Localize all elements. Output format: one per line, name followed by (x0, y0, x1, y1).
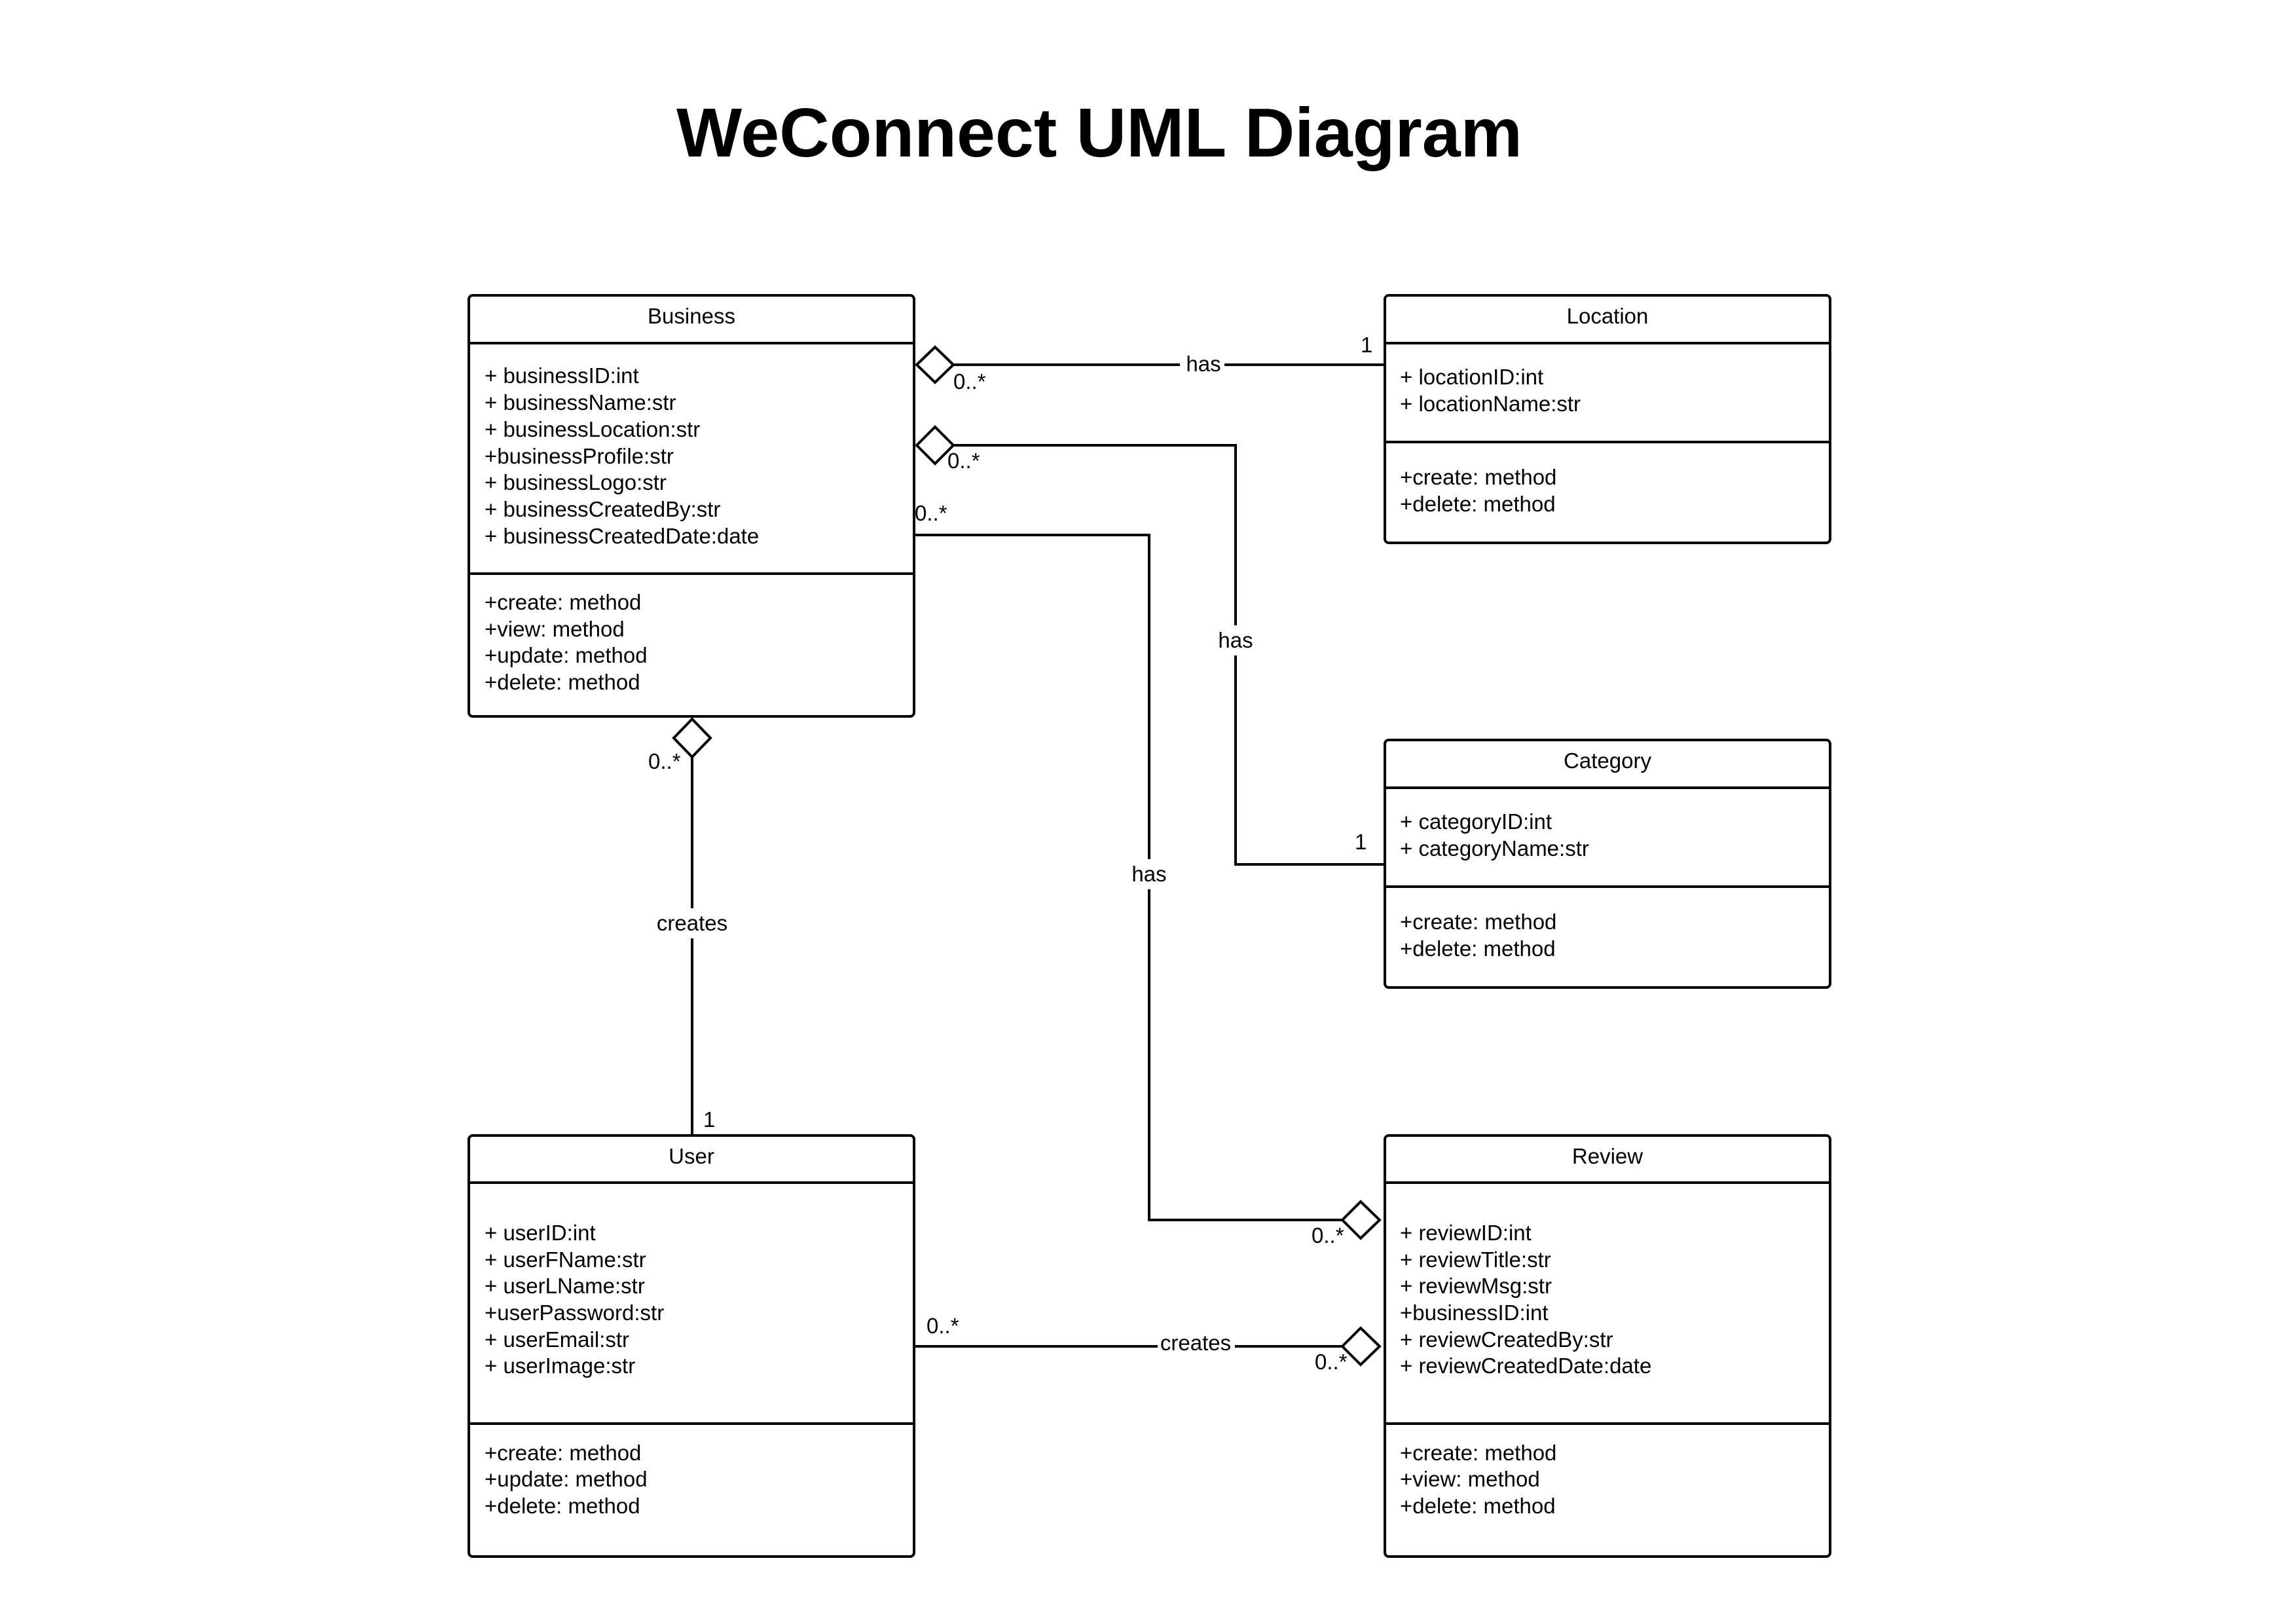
class-name-category: Category (1564, 748, 1651, 773)
class-category: Category + categoryID:int + categoryName… (1400, 748, 1651, 961)
attribute-business-created-date: + businessCreatedDate:date (485, 524, 759, 548)
multiplicity-user-business-user: 1 (703, 1107, 715, 1132)
class-box-location (1384, 294, 1831, 544)
attribute-review-msg: + reviewMsg:str (1400, 1274, 1552, 1298)
attribute-user-image: + userImage:str (485, 1354, 635, 1378)
relation-label-business-review: has (1131, 862, 1166, 886)
multiplicity-business-location-business: 0..* (953, 369, 986, 394)
attribute-category-id: + categoryID:int (1400, 809, 1552, 834)
attribute-business-id: + businessID:int (485, 363, 639, 388)
class-box-user (468, 1134, 915, 1558)
method-category-create: +create: method (1400, 910, 1556, 934)
relation-label-user-business: creates (657, 911, 727, 935)
connector-business-category (953, 444, 1386, 866)
method-user-delete: +delete: method (485, 1494, 640, 1518)
multiplicity-business-review-business: 0..* (915, 501, 947, 525)
multiplicity-business-review-review: 0..* (1312, 1223, 1344, 1247)
class-user: User + userID:int + userFName:str + user… (485, 1144, 714, 1518)
relation-label-business-location: has (1186, 352, 1221, 376)
attribute-user-email: + userEmail:str (485, 1327, 629, 1352)
method-business-view: +view: method (485, 617, 625, 641)
method-review-view: +view: method (1400, 1467, 1540, 1491)
class-location: Location + locationID:int + locationName… (1400, 304, 1648, 516)
attribute-location-name: + locationName:str (1400, 392, 1581, 416)
attribute-business-profile: +businessProfile:str (485, 444, 674, 468)
attribute-business-name: + businessName:str (485, 390, 676, 415)
method-user-create: +create: method (485, 1441, 641, 1465)
method-business-create: +create: method (485, 590, 641, 614)
class-name-user: User (669, 1144, 714, 1168)
aggregation-diamond-business-location (915, 345, 955, 384)
class-business: Business + businessID:int + businessName… (485, 304, 759, 694)
class-review: Review + reviewID:int + reviewTitle:str … (1400, 1144, 1651, 1518)
class-name-location: Location (1567, 304, 1649, 328)
method-location-create: +create: method (1400, 465, 1556, 489)
method-review-create: +create: method (1400, 1441, 1556, 1465)
method-review-delete: +delete: method (1400, 1494, 1556, 1518)
multiplicity-business-category-business: 0..* (947, 449, 980, 473)
attribute-review-id: + reviewID:int (1400, 1221, 1532, 1245)
aggregation-diamond-review-user (1340, 1326, 1382, 1367)
multiplicity-user-business-business: 0..* (648, 749, 681, 773)
relation-label-business-category: has (1218, 628, 1253, 652)
attribute-review-created-by: + reviewCreatedBy:str (1400, 1327, 1613, 1352)
method-business-delete: +delete: method (485, 670, 640, 694)
attribute-review-created-date: + reviewCreatedDate:date (1400, 1354, 1651, 1378)
attribute-business-logo: + businessLogo:str (485, 470, 667, 494)
aggregation-diamond-business-user (672, 717, 712, 759)
attribute-category-name: + categoryName:str (1400, 836, 1589, 860)
attribute-review-business-id: +businessID:int (1400, 1301, 1549, 1325)
attribute-user-fname: + userFName:str (485, 1247, 646, 1272)
attribute-user-password: +userPassword:str (485, 1301, 664, 1325)
multiplicity-user-review-user: 0..* (927, 1314, 959, 1338)
multiplicity-user-review-review: 0..* (1315, 1350, 1348, 1374)
attribute-location-id: + locationID:int (1400, 365, 1543, 389)
class-box-business (468, 294, 915, 718)
class-name-business: Business (648, 304, 735, 328)
attribute-business-location: + businessLocation:str (485, 417, 700, 441)
method-user-update: +update: method (485, 1467, 648, 1491)
class-box-category (1384, 739, 1831, 989)
class-box-review (1384, 1134, 1831, 1558)
attribute-user-id: + userID:int (485, 1221, 596, 1245)
method-location-delete: +delete: method (1400, 492, 1556, 516)
attribute-business-created-by: + businessCreatedBy:str (485, 497, 720, 521)
multiplicity-business-category-category: 1 (1355, 830, 1367, 854)
method-business-update: +update: method (485, 643, 648, 667)
aggregation-diamond-review-business (1340, 1200, 1382, 1240)
class-name-review: Review (1572, 1144, 1643, 1168)
diagram-title: WeConnect UML Diagram (676, 94, 1522, 172)
method-category-delete: +delete: method (1400, 936, 1556, 961)
aggregation-diamond-business-category (915, 425, 955, 466)
relation-label-user-review: creates (1160, 1331, 1231, 1355)
attribute-user-lname: + userLName:str (485, 1274, 645, 1298)
multiplicity-business-location-location: 1 (1361, 333, 1372, 357)
attribute-review-title: + reviewTitle:str (1400, 1247, 1551, 1272)
